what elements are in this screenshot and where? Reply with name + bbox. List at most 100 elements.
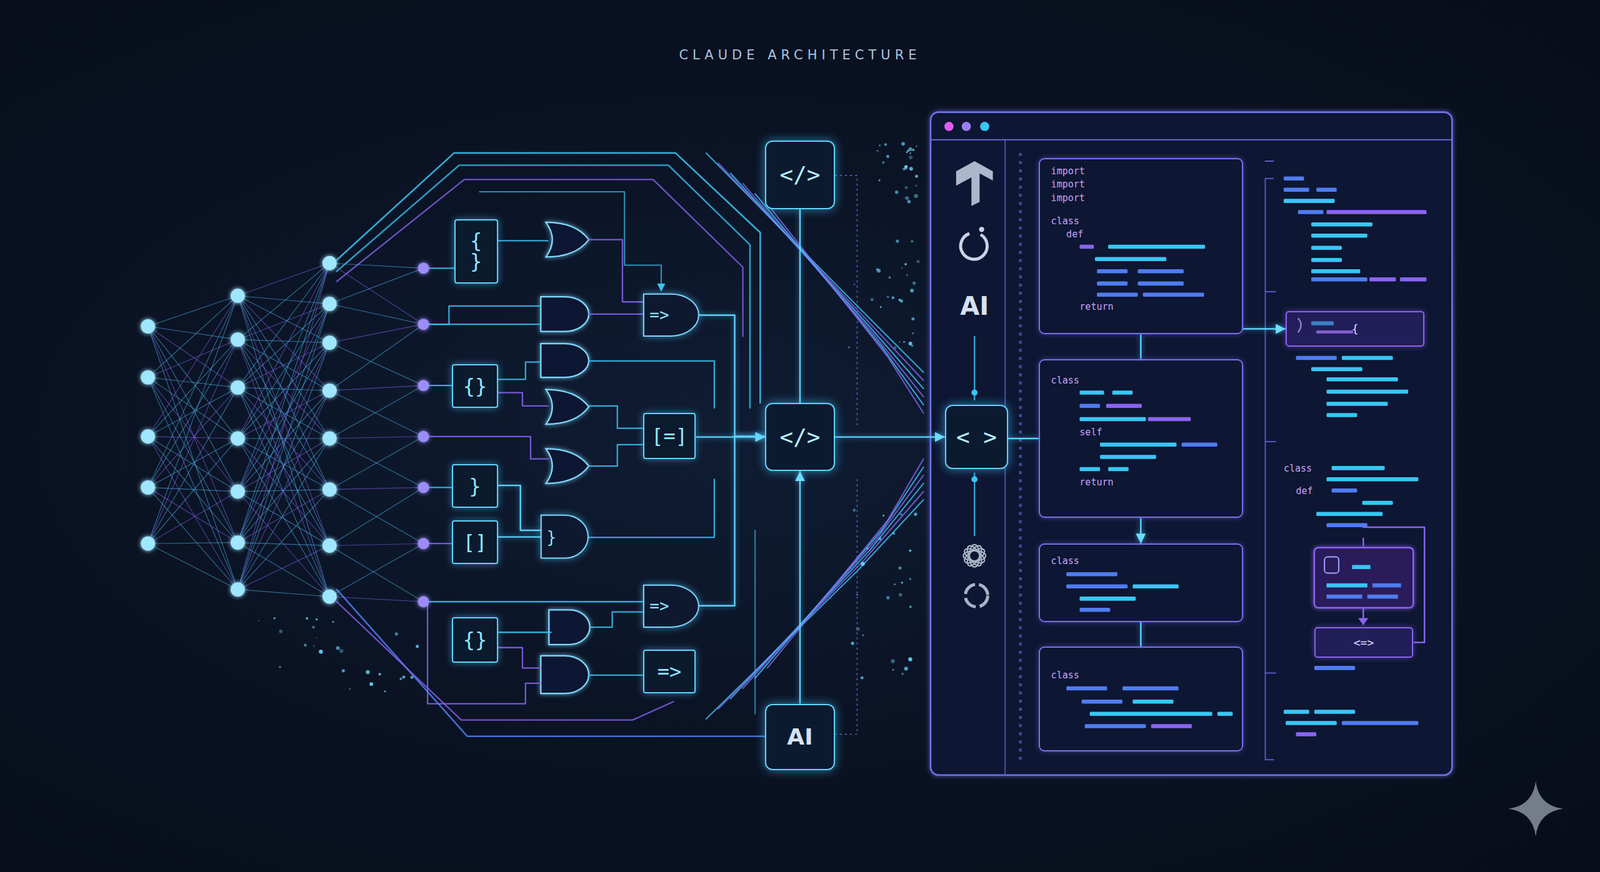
circuit-wire: [590, 612, 644, 628]
particle: [886, 155, 890, 159]
neural-link: [148, 295, 239, 488]
particle: [881, 161, 885, 164]
node-text: self: [1079, 426, 1282, 439]
code-chip: <=>: [1314, 627, 1414, 659]
code-line: [1331, 466, 1385, 471]
neural-link: [329, 324, 424, 391]
neuron: [140, 319, 155, 334]
code-line: [1066, 585, 1128, 590]
circuit-wire: [498, 648, 542, 669]
particle: [908, 657, 912, 662]
circuit-trace: [706, 153, 924, 373]
code-line: [1311, 367, 1363, 372]
neural-link: [329, 436, 424, 439]
particle: [273, 617, 275, 620]
sidebar-line: [973, 473, 975, 537]
neural-link: [237, 490, 330, 590]
code-line: [1372, 583, 1402, 589]
neural-link: [237, 295, 330, 597]
code-bracket: [1265, 291, 1275, 293]
code-line: [1400, 277, 1427, 282]
neural-link: [148, 387, 239, 488]
circuit-trace: [767, 204, 924, 414]
neuron: [418, 262, 430, 274]
neuron: [322, 296, 337, 312]
code-line: [1326, 401, 1388, 407]
code-line: [1314, 666, 1355, 671]
code-line: [1108, 245, 1205, 250]
code-bracket: [1265, 673, 1275, 675]
particle: [895, 190, 899, 194]
particle: [892, 669, 894, 671]
neural-link: [148, 491, 239, 544]
particle: [848, 346, 851, 349]
circuit-wire: [427, 601, 541, 704]
connector: [1140, 518, 1142, 544]
code-line: [1283, 710, 1310, 715]
particle: [915, 185, 917, 187]
particle: [313, 645, 315, 648]
framework-icon: [962, 546, 987, 567]
particle: [861, 634, 865, 637]
symbol-box: }: [451, 464, 498, 509]
particle: [910, 240, 914, 243]
particle: [341, 669, 345, 673]
neuron: [322, 431, 337, 447]
particle: [893, 583, 896, 586]
code-line: [1283, 176, 1305, 181]
neural-link: [148, 377, 239, 439]
framework-icon: [962, 546, 987, 567]
code-line: [1079, 390, 1104, 395]
code-line: [1316, 512, 1383, 517]
code-line: [1283, 187, 1310, 192]
code-line: [1326, 523, 1367, 529]
neural-link: [237, 263, 330, 340]
particle: [907, 200, 911, 204]
connector: [799, 471, 801, 704]
particle: [856, 627, 860, 632]
circuit-wire: [498, 631, 552, 634]
node-text: }: [468, 474, 481, 499]
code-label: AI: [960, 291, 989, 321]
circuit-trace: [336, 153, 761, 404]
node-text: <=>: [1353, 636, 1375, 650]
code-line: [1326, 210, 1427, 215]
code-line: [1217, 712, 1233, 717]
particle: [904, 263, 907, 266]
watermark-star: [1508, 781, 1564, 837]
flow-arrow: [1362, 538, 1364, 546]
gate-outline-path: [541, 515, 589, 559]
neural-link: [237, 490, 330, 544]
neural-link: [148, 436, 239, 492]
circuit-trace: [767, 459, 924, 669]
neuron: [418, 431, 430, 443]
code-line: [1326, 390, 1409, 395]
neural-link: [329, 545, 424, 602]
neural-link: [237, 390, 330, 590]
connector: [1140, 334, 1142, 359]
neuron: [140, 370, 155, 385]
circuit-wire: [588, 445, 644, 467]
logic-gate-symbol: [540, 296, 589, 332]
node-text: < >: [956, 424, 997, 450]
neural-link: [148, 387, 239, 437]
particle: [901, 673, 904, 676]
particle: [893, 346, 897, 349]
particle: [339, 649, 344, 654]
particle: [909, 166, 914, 171]
particle: [888, 276, 892, 279]
neural-link: [237, 304, 330, 340]
node-text: def: [1066, 228, 1269, 240]
code-line: [1285, 721, 1337, 726]
particle: [908, 550, 912, 553]
logic-gate: }: [540, 515, 589, 559]
code-line: [1096, 269, 1128, 274]
code-icon-box: </>: [765, 140, 835, 209]
particle: [853, 283, 856, 286]
circuit-wire: [427, 601, 643, 603]
node-text: </>: [779, 424, 820, 450]
neuron: [418, 538, 430, 550]
title-text: CLAUDE ARCHITECTURE: [678, 47, 921, 63]
circuit-wire: [423, 306, 542, 325]
code-line: [1108, 467, 1129, 472]
